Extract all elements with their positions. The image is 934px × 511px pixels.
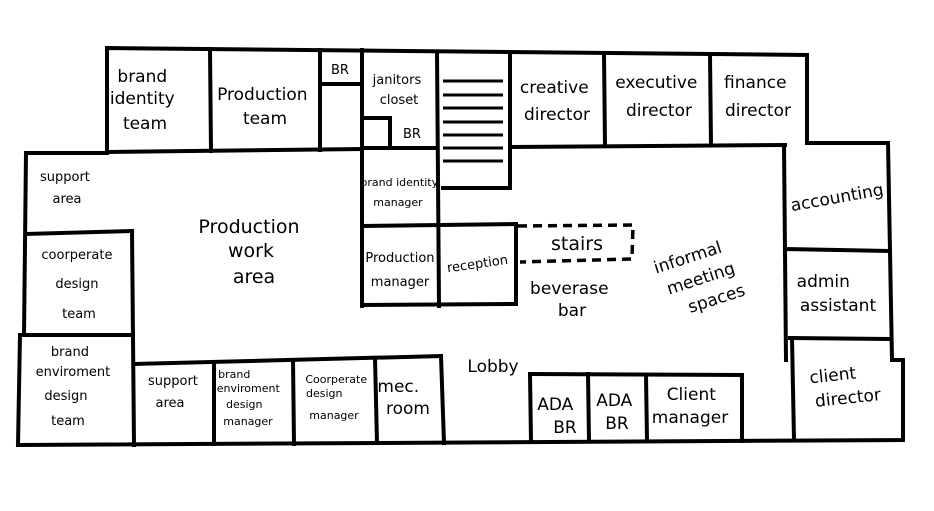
wall: [23, 228, 135, 237]
wall: [585, 371, 592, 444]
wall: [783, 246, 892, 254]
room-label-production-work-area: Production work area: [198, 216, 305, 288]
wall: [207, 46, 214, 154]
room-label-executive-director: executive director: [615, 73, 703, 121]
room-label-janitors-closet: janitors closet: [372, 73, 426, 108]
wall: [507, 142, 788, 150]
wall: [438, 353, 447, 446]
room-label-client-director: client director: [809, 361, 882, 412]
room-label-corporate-design-manager: Coorperate design manager: [305, 373, 370, 422]
wall: [372, 355, 380, 446]
room-label-corporate-design-team: coorperate design team: [41, 248, 116, 322]
wall: [601, 51, 608, 149]
room-label-ada-br-2: ADA BR: [596, 391, 637, 434]
room-label-accounting: accounting: [789, 180, 885, 216]
wall: [707, 52, 714, 148]
wall: [787, 335, 894, 342]
wall: [643, 372, 650, 444]
room-label-production-team: Production team: [217, 85, 313, 129]
room-label-mec-room: mec. room: [377, 377, 430, 419]
wall: [104, 146, 365, 155]
room-label-lobby: Lobby: [467, 357, 518, 377]
room-label-stairs: stairs: [551, 233, 603, 255]
wall: [781, 142, 789, 363]
room-label-br-small: BR: [403, 127, 421, 142]
room-label-support-area-left: support area: [40, 170, 94, 207]
wall: [131, 353, 444, 367]
room-label-ada-br-1: ADA BR: [537, 395, 578, 438]
outer-wall: [15, 45, 905, 448]
room-label-brand-identity-team: brand identity team: [110, 67, 180, 134]
room-label-client-manager: Client manager: [652, 385, 728, 428]
wall: [359, 301, 519, 308]
wall: [789, 335, 797, 443]
wall: [290, 357, 297, 447]
room-label-brand-environment-design-manager: brand enviroment design manager: [217, 368, 284, 428]
stairwell-steps: [443, 79, 503, 163]
room-label-production-manager: Production manager: [365, 251, 438, 290]
wall: [527, 371, 534, 444]
wall: [129, 228, 137, 448]
room-label-creative-director: creative director: [520, 78, 594, 125]
room-label-admin-assistant: admin assistant: [797, 272, 877, 316]
room-label-brand-environment-design-team: brand enviroment design team: [36, 345, 115, 429]
room-label-finance-director: finance director: [724, 73, 792, 121]
walls: [15, 45, 905, 448]
room-label-beverage-bar: beverase bar: [530, 279, 614, 321]
room-labels: brand identity team Production team BR j…: [36, 63, 886, 438]
room-label-support-area-bottom: support area: [148, 374, 202, 411]
room-label-br-top: BR: [331, 63, 349, 78]
room-label-informal-meeting-spaces: informal meeting spaces: [651, 234, 750, 324]
room-label-reception: reception: [446, 253, 509, 276]
room-label-brand-identity-manager: brand identity manager: [360, 176, 441, 209]
wall: [527, 371, 745, 378]
wall: [434, 49, 442, 309]
wall: [359, 221, 519, 229]
